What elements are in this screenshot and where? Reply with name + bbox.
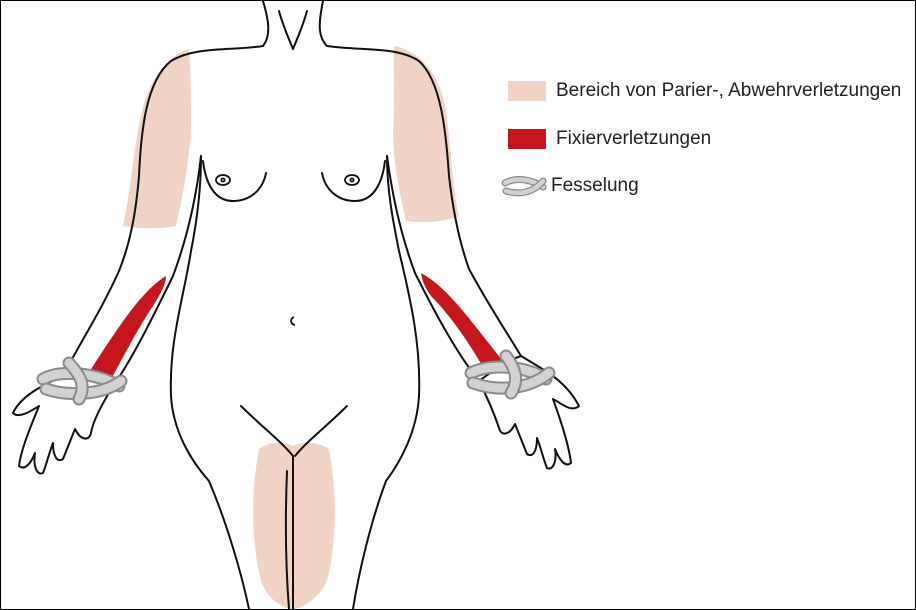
legend-item-fixation: Fixierverletzungen [508,128,711,150]
rope-icon [501,175,547,197]
swatch-parry [508,81,546,101]
navel [291,317,295,325]
region-upper-arm-right-of-image [393,46,459,222]
legend-item-restraint: Fesselung [501,175,639,197]
legend-label-parry: Bereich von Parier-, Abwehrverletzungen [556,80,901,102]
nipples [216,175,359,185]
legend-label-fixation: Fixierverletzungen [556,128,711,150]
region-upper-arm-left-of-image [123,49,191,228]
legend-label-restraint: Fesselung [551,175,639,197]
swatch-fixation [508,129,546,149]
legend-item-parry: Bereich von Parier-, Abwehrverletzungen [508,80,901,102]
